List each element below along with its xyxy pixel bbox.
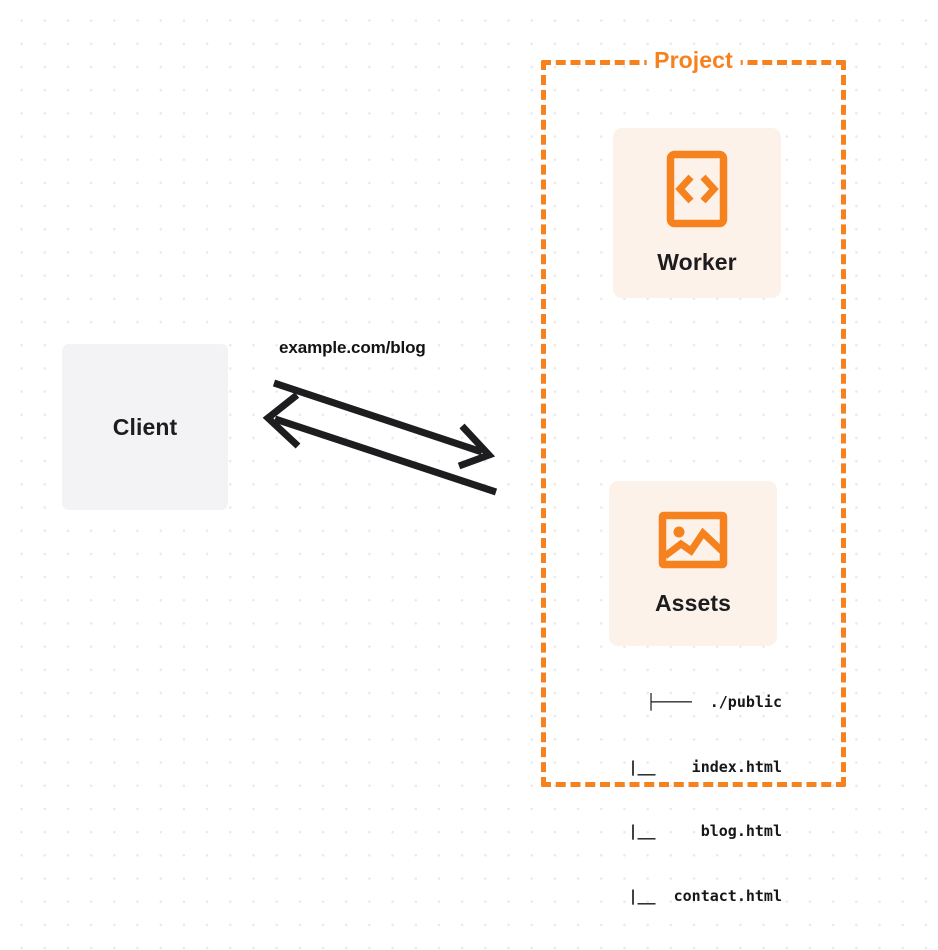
image-icon [658,511,728,574]
code-file-icon [666,150,728,233]
assets-label: Assets [654,589,732,616]
worker-label: Worker [657,249,737,275]
project-title: Project [646,47,741,74]
client-node[interactable]: Client [62,344,228,510]
diagram-canvas: Client example.com/blog Project Worker [62,47,846,905]
worker-node[interactable]: Worker [613,128,781,298]
assets-file-tree: ├──── ./public |__ index.html |__ blog.h… [588,649,782,950]
project-container: Project [541,47,846,787]
file-tree-row: |__ index.html [601,757,782,776]
connection-label: example.com/blog [279,338,426,357]
request-arrow [272,379,496,470]
file-tree-row: |__ blog.html [601,822,782,840]
file-tree-row: |__ contact.html [601,886,782,905]
client-label: Client [112,413,178,440]
assets-node[interactable]: Assets [609,481,777,646]
response-arrow [262,392,498,496]
file-tree-row: ├──── ./public [646,693,782,711]
